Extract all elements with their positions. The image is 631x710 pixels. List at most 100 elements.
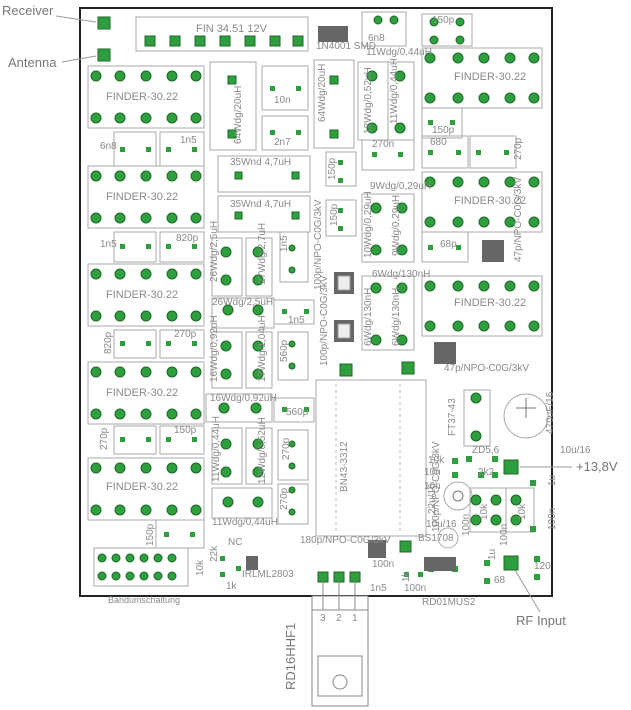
l-10: 10Wdg/0,29uH [363,191,374,258]
pin-1: 1 [352,613,358,624]
rf-input-line [514,569,541,613]
l-26a: 26Wdg/2,5uH [209,220,220,282]
r-1u-b: 1u [487,548,498,560]
l-35b: 35Wnd 4,7uH [230,199,292,210]
c-10u16b: 10u/16 [426,519,457,530]
c-150p-b: 150p [174,425,197,436]
antenna-line [61,55,97,63]
l-9a: 9Wdg/0,29uH [370,181,432,192]
relay-outline-l3 [87,263,205,327]
rf-input-label: RF Input [516,613,566,628]
cap-470 [503,393,549,439]
c-150p-top: 150p [432,15,455,26]
l-6c: 6Wdg/130nH [391,287,402,346]
relay-r3-label: FINDER-30.22 [454,297,527,309]
relay-outline-l1 [87,65,205,129]
c-6n8-top: 6n8 [368,33,385,44]
c-2n7: 2n7 [274,137,291,148]
ft-label: FT37-43 [447,398,458,436]
relay-l1-label: FINDER-30.22 [106,91,179,103]
relay-r2-label: FINDER-30.22 [454,195,527,207]
r-2k2: 2k2 [478,467,495,478]
l-11a: 11Wdg/0,44uH [366,47,432,58]
receiver-line [55,15,97,23]
antenna-label: Antenna [8,55,57,70]
r-100n-c: 100n [547,507,558,530]
c-1u: 1u [547,474,558,486]
relay-outline-l4 [87,361,205,425]
c-150p-c: 150p [145,523,156,546]
supply-label: +13,8V [576,459,618,474]
c-820p-b: 820p [103,331,114,354]
c-100p-b: 100p/NPO-C0G/3kV [319,275,330,366]
l-9b: 9Wdg/0,29uH [391,194,402,256]
pin-3: 3 [320,613,326,624]
c-1n5-d: 1n5 [279,235,290,252]
l-26b: 26Wdg/2,5uH [212,297,274,308]
r-100n-b: 100n [404,583,427,594]
l-6a: 6Wdg/130nH [372,269,431,280]
c-100p-c: 100p/NPO-C0G/3kV [431,441,442,532]
antenna-pad [97,48,111,62]
rlml-label: IRLML2803 [242,569,294,580]
l-12b: 12Wdg/0,52uH [257,417,268,484]
c-270p-d: 270p [279,487,290,510]
r-120: 120 [534,561,551,572]
c-820p: 820p [176,233,199,244]
receiver-pad [97,16,111,30]
r-1k: 1k [226,581,237,592]
c-560p-a: 560p [279,339,290,362]
c-270n: 270n [372,139,395,150]
r-1k-b: 1k [401,571,412,582]
l-11c: 11Wdg/0,44uH [211,416,222,482]
relay-top-label: FIN 34.51 12V [196,23,267,35]
relay-outline-r3 [421,275,543,337]
l-12: 12Wdg/0,52uH [363,67,374,134]
c-150p-r: 150p [432,125,455,136]
r-100n-e: 100n [499,523,510,546]
band-header [93,547,189,587]
l-64b: 64Wdg/20uH [317,63,328,122]
c-270p-a: 270p [174,329,197,340]
r-100n-a: 100n [372,559,395,570]
c-180p: 180p/NPO-C0G/3kV [300,535,391,546]
r-22k: 22k [209,545,220,562]
relay-outline-r2 [421,171,543,233]
r-10k-d: 10k [195,559,206,576]
transistor-label: RD16HHF1 [283,622,298,690]
c-150p-s: 150p [329,203,340,226]
l-27: 27Wdg/2,7uH [257,222,268,284]
c-270p-c: 270p [281,437,292,460]
c-1n5-c: 1n5 [288,315,305,326]
r-10k-b: 10k [479,503,490,520]
top-relay-outline [135,16,309,52]
c-150p-v: 150p [327,157,338,180]
c-10n: 10n [274,95,291,106]
c-270p-r: 270p [513,137,524,160]
c-270p-b: 270p [99,427,110,450]
c-6n8-left: 6n8 [100,141,117,152]
c-470-label: 470uF/16 [545,391,556,434]
c-680: 680 [430,137,447,148]
core-outline [315,379,427,537]
r-10k-c: 10k [517,503,528,520]
band-label: Bandumschaltung [108,595,181,605]
relay-l3-label: FINDER-30.22 [106,289,179,301]
c-47p-b: 47p/NPO-C0G/3kV [444,363,530,374]
receiver-label: Receiver [2,3,54,18]
relay-l2-label: FINDER-30.22 [106,191,179,203]
pin-2: 2 [336,613,342,624]
rd01-label: RD01MUS2 [422,597,476,608]
l-16a: 16Wdg/0,92uH [209,315,220,382]
r-10n-a: 10n [424,467,441,478]
r-68: 68 [494,575,506,586]
c-1n5-a: 1n5 [180,135,197,146]
relay-l4-label: FINDER-30.22 [106,387,179,399]
c-68p: 68p [440,239,457,250]
zd-label: ZD5,6 [472,445,500,456]
c-1n5-b: 1n5 [100,239,117,250]
diode-label: 1N4001 SMD [316,41,377,52]
bs-label: BS1708 [418,533,454,544]
relay-outline-r1 [421,47,543,109]
